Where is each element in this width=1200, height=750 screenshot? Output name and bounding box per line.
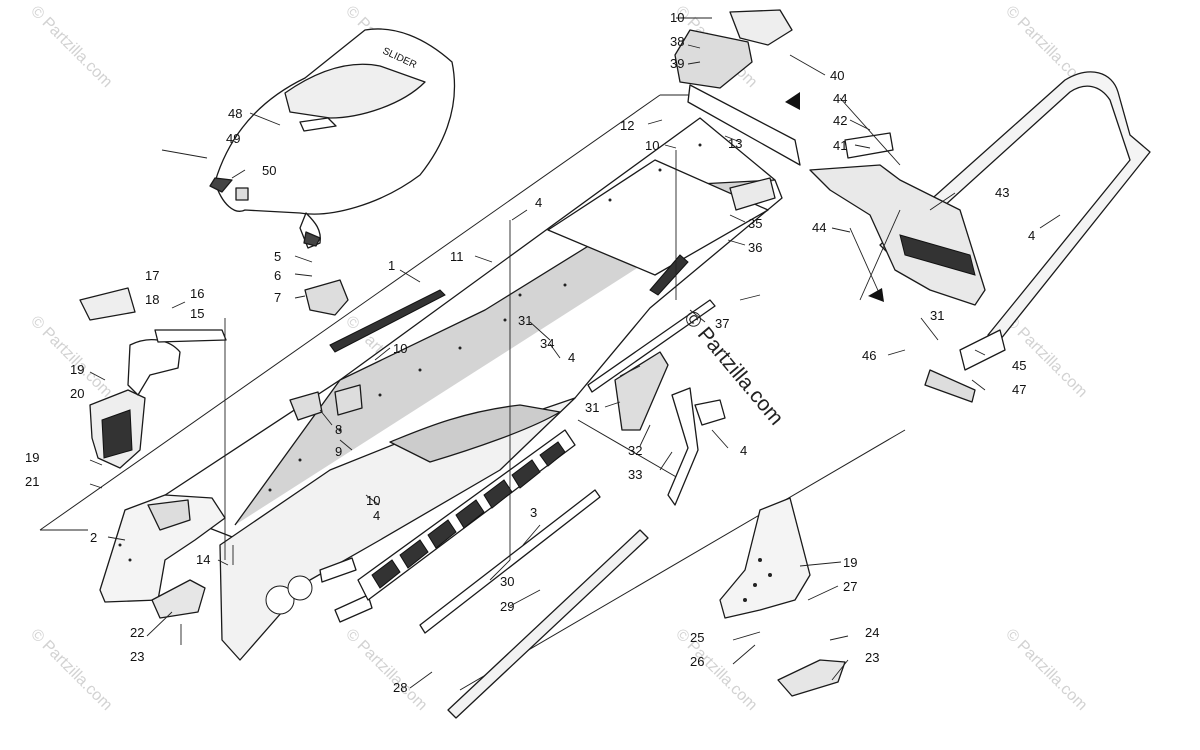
callout-12: 12 [620, 118, 634, 133]
callout-49: 49 [226, 131, 240, 146]
running-board-strap [614, 351, 726, 506]
watermark: © Partzilla.com [342, 626, 430, 714]
watermark: © Partzilla.com [1002, 626, 1090, 714]
seat-bolt [161, 149, 249, 201]
callout-23: 23 [130, 649, 144, 664]
callout-43: 43 [995, 185, 1009, 200]
callout-5: 5 [274, 249, 281, 264]
callout-42: 42 [833, 113, 847, 128]
callout-17: 17 [145, 268, 159, 283]
small-brackets [289, 279, 363, 421]
bumper-bracket [79, 287, 227, 343]
callout-14: 14 [196, 552, 210, 567]
callout-31: 31 [518, 313, 532, 328]
callout-50: 50 [262, 163, 276, 178]
cross-member [389, 404, 561, 463]
callout-36: 36 [748, 240, 762, 255]
callout-19: 19 [25, 450, 39, 465]
callout-1: 1 [388, 258, 395, 273]
callout-40: 40 [830, 68, 844, 83]
callout-29: 29 [500, 599, 514, 614]
leader-lines [89, 17, 1061, 689]
callout-8: 8 [335, 422, 342, 437]
callout-7: 7 [274, 290, 281, 305]
callout-21: 21 [25, 474, 39, 489]
callout-28: 28 [393, 680, 407, 695]
callout-10: 10 [393, 341, 407, 356]
callout-15: 15 [190, 306, 204, 321]
callout-31: 31 [585, 400, 599, 415]
watermark: © Partzilla.com [27, 626, 115, 714]
callout-19: 19 [843, 555, 857, 570]
callout-31: 31 [930, 308, 944, 323]
callout-33: 33 [628, 467, 642, 482]
arrow-icon [785, 92, 800, 110]
callout-labels: 1 2 3 4 4 4 4 4 5 6 7 8 9 10 10 10 10 11… [25, 10, 1035, 695]
callout-4: 4 [535, 195, 542, 210]
callout-4: 4 [740, 443, 747, 458]
callout-9: 9 [335, 444, 342, 459]
watermark: © Partzilla.com [679, 306, 788, 429]
tunnel-rails [419, 299, 716, 719]
callout-34: 34 [540, 336, 554, 351]
callout-13: 13 [728, 136, 742, 151]
rear-bracket [674, 9, 801, 166]
callout-38: 38 [670, 34, 684, 49]
callout-10: 10 [670, 10, 684, 25]
footrest-left [151, 579, 206, 619]
callout-20: 20 [70, 386, 84, 401]
callout-10: 10 [366, 493, 380, 508]
callout-24: 24 [865, 625, 879, 640]
callout-25: 25 [690, 630, 704, 645]
callout-22: 22 [130, 625, 144, 640]
callout-4: 4 [568, 350, 575, 365]
callout-27: 27 [843, 579, 857, 594]
callout-37: 37 [715, 316, 729, 331]
callout-2: 2 [90, 530, 97, 545]
callout-45: 45 [1012, 358, 1026, 373]
callout-23: 23 [865, 650, 879, 665]
callout-6: 6 [274, 268, 281, 283]
foot-plate [719, 497, 811, 619]
callout-35: 35 [748, 216, 762, 231]
callout-44: 44 [833, 91, 847, 106]
callout-10: 10 [645, 138, 659, 153]
arrow-icon [868, 288, 884, 302]
front-bracket [99, 494, 226, 603]
seat: SLIDER [209, 28, 456, 249]
front-bumper [89, 339, 181, 469]
watermark: © Partzilla.com [27, 3, 115, 91]
tunnel [149, 117, 783, 561]
callout-39: 39 [670, 56, 684, 71]
callout-11: 11 [450, 249, 464, 264]
callout-4: 4 [1028, 228, 1035, 243]
callout-32: 32 [628, 443, 642, 458]
snowflap [809, 132, 986, 306]
callout-47: 47 [1012, 382, 1026, 397]
callout-41: 41 [833, 138, 847, 153]
callout-44: 44 [812, 220, 826, 235]
callout-30: 30 [500, 574, 514, 589]
watermark: © Partzilla.com [672, 626, 760, 714]
heat-exchanger [357, 429, 576, 601]
callout-16: 16 [190, 286, 204, 301]
callout-19: 19 [70, 362, 84, 377]
callout-3: 3 [530, 505, 537, 520]
footrest-right [777, 659, 846, 697]
callout-18: 18 [145, 292, 159, 307]
callout-48: 48 [228, 106, 242, 121]
callout-26: 26 [690, 654, 704, 669]
callout-46: 46 [862, 348, 876, 363]
callout-4: 4 [373, 508, 380, 523]
